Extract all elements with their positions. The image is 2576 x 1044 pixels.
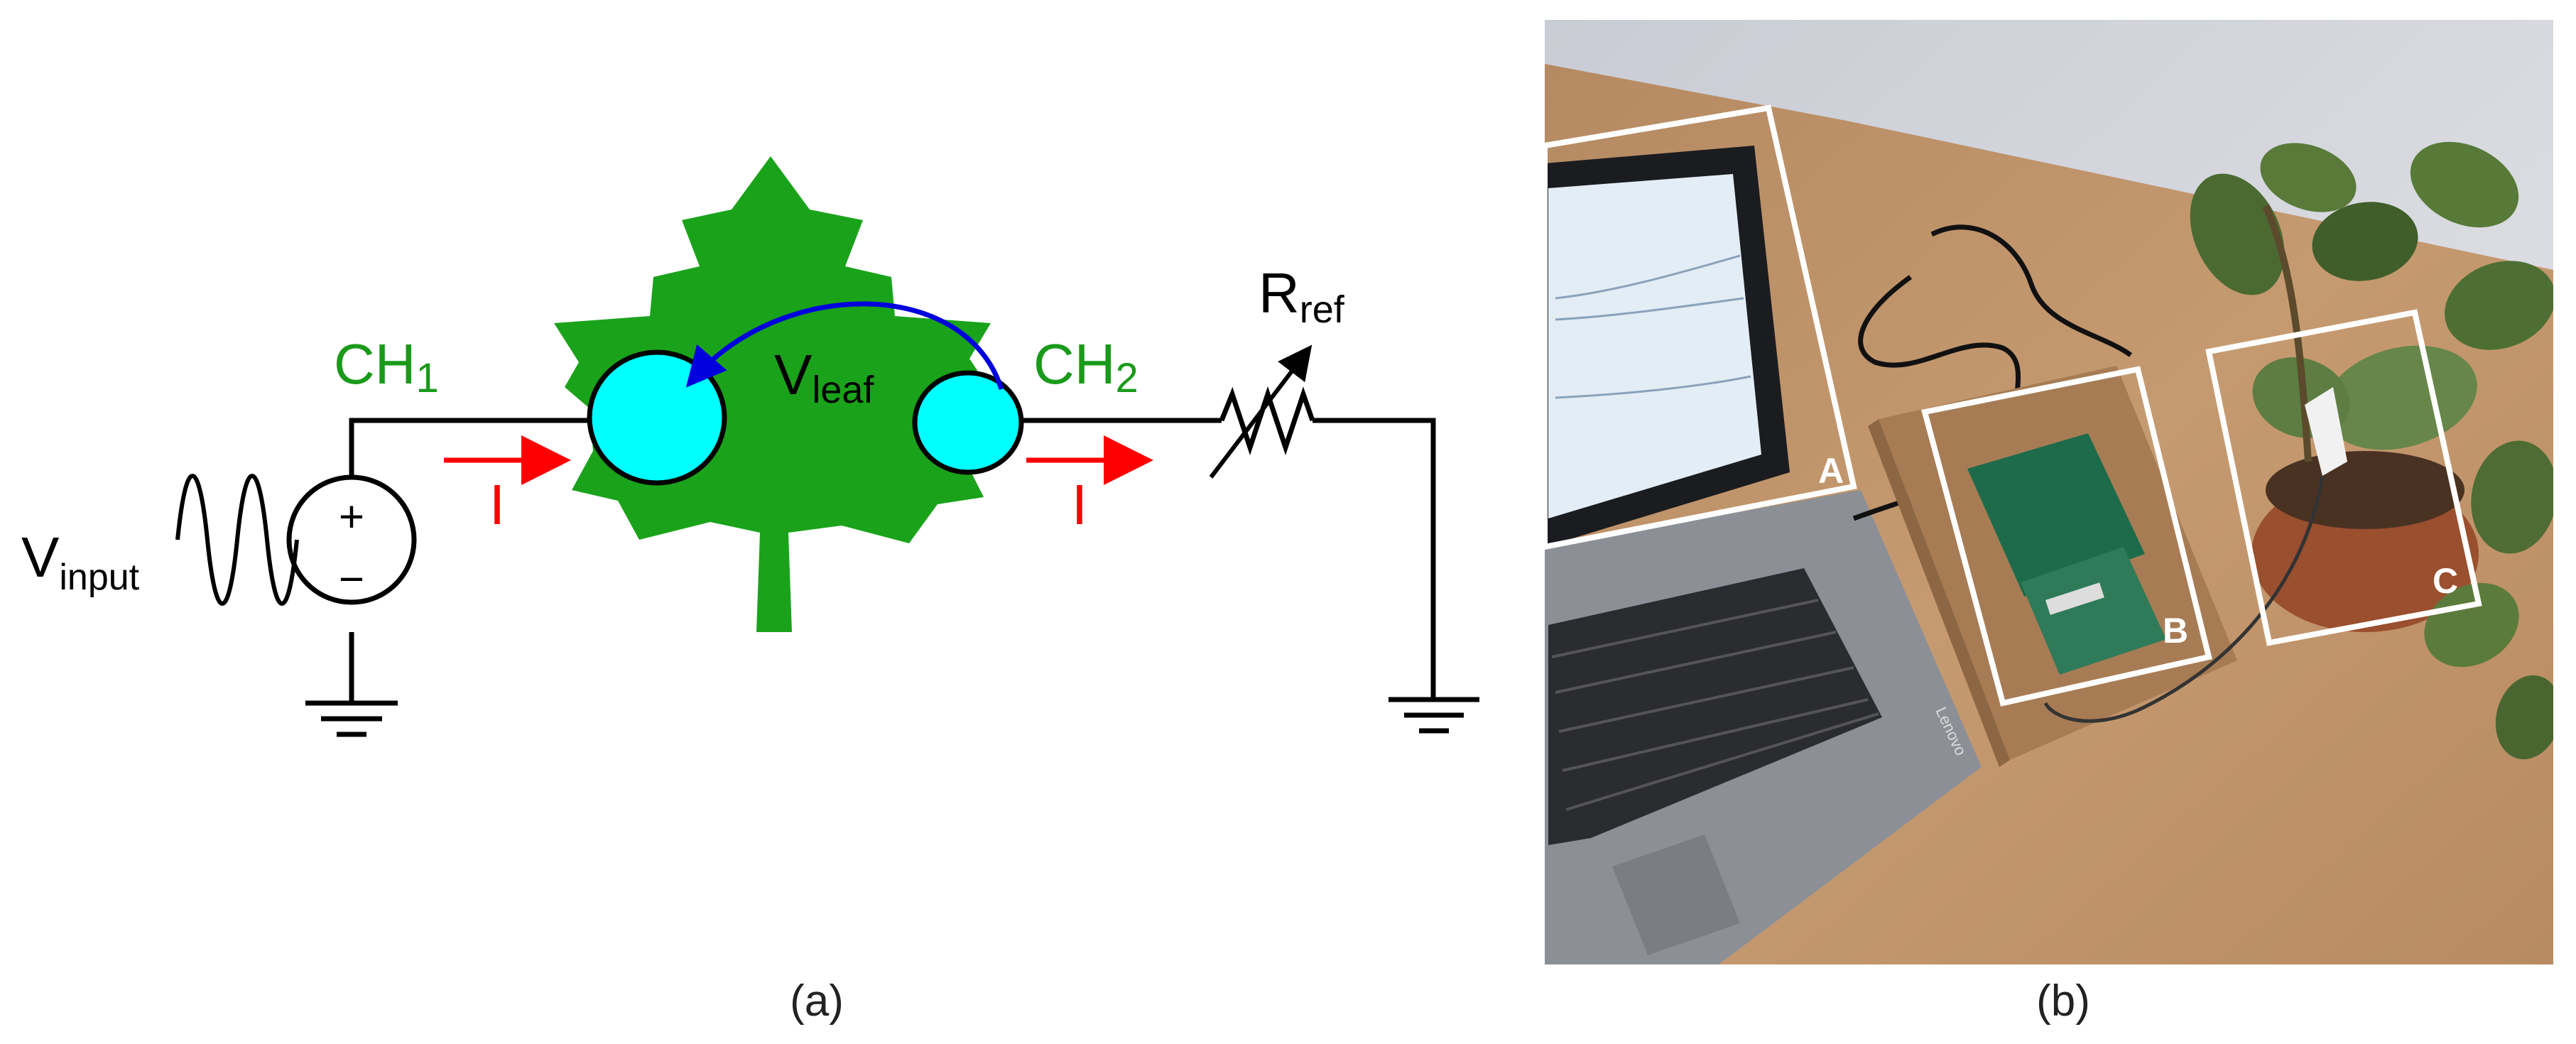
electrode-ch2	[912, 370, 1024, 475]
laptop-touchpad	[1612, 834, 1740, 955]
screen-plot-lines	[1555, 254, 1751, 399]
r-ref-label: Rref	[1259, 261, 1345, 331]
plus-sign: +	[339, 492, 364, 541]
current-arrow-left: I	[444, 435, 571, 536]
ac-voltage-source: + −	[286, 474, 417, 605]
box-b	[1921, 366, 2212, 707]
device-connector	[2045, 582, 2104, 615]
v-leaf-arrow	[685, 301, 1004, 391]
current-label-left: I	[489, 473, 505, 536]
box-a	[1542, 104, 1857, 550]
current-arrow-right: I	[1026, 435, 1153, 536]
current-label-right: I	[1072, 473, 1087, 536]
panel-a-circuit: + − Vinput CH1 CH2 Vleaf I	[21, 156, 1479, 1026]
keyboard-grid	[1551, 599, 1879, 811]
v-leaf-label: Vleaf	[774, 343, 874, 411]
caption-b: (b)	[2036, 977, 2090, 1026]
caption-a: (a)	[790, 977, 844, 1026]
pot-soil	[2266, 451, 2464, 529]
box-c	[2205, 309, 2482, 646]
device-board	[2021, 547, 2166, 675]
panel-b-photo: Lenovo	[1542, 20, 2553, 1026]
box-shadow	[1868, 419, 2010, 767]
sine-wave-icon	[175, 474, 299, 606]
ch1-label: CH1	[334, 332, 439, 401]
plant-leaves	[2190, 141, 2553, 760]
v-input-label: Vinput	[21, 526, 140, 598]
electrode-wire	[2043, 475, 2325, 723]
ground-symbol-left	[305, 700, 398, 737]
minus-sign: −	[339, 555, 364, 604]
plant-stem	[2262, 204, 2312, 462]
electrode-ch1	[587, 349, 727, 486]
leaf-electrode-clip	[2305, 387, 2347, 476]
variable-resistor-rref	[1209, 344, 1315, 479]
laptop-screen-display	[1548, 174, 1761, 518]
box-b-label: B	[2163, 611, 2188, 651]
box-a-label: A	[1818, 451, 1844, 491]
leaf-shape	[554, 156, 991, 632]
box-c-label: C	[2433, 561, 2458, 601]
laptop-keyboard	[1548, 568, 1882, 845]
ground-symbol-right	[1388, 697, 1479, 734]
ch2-label: CH2	[1033, 332, 1138, 401]
